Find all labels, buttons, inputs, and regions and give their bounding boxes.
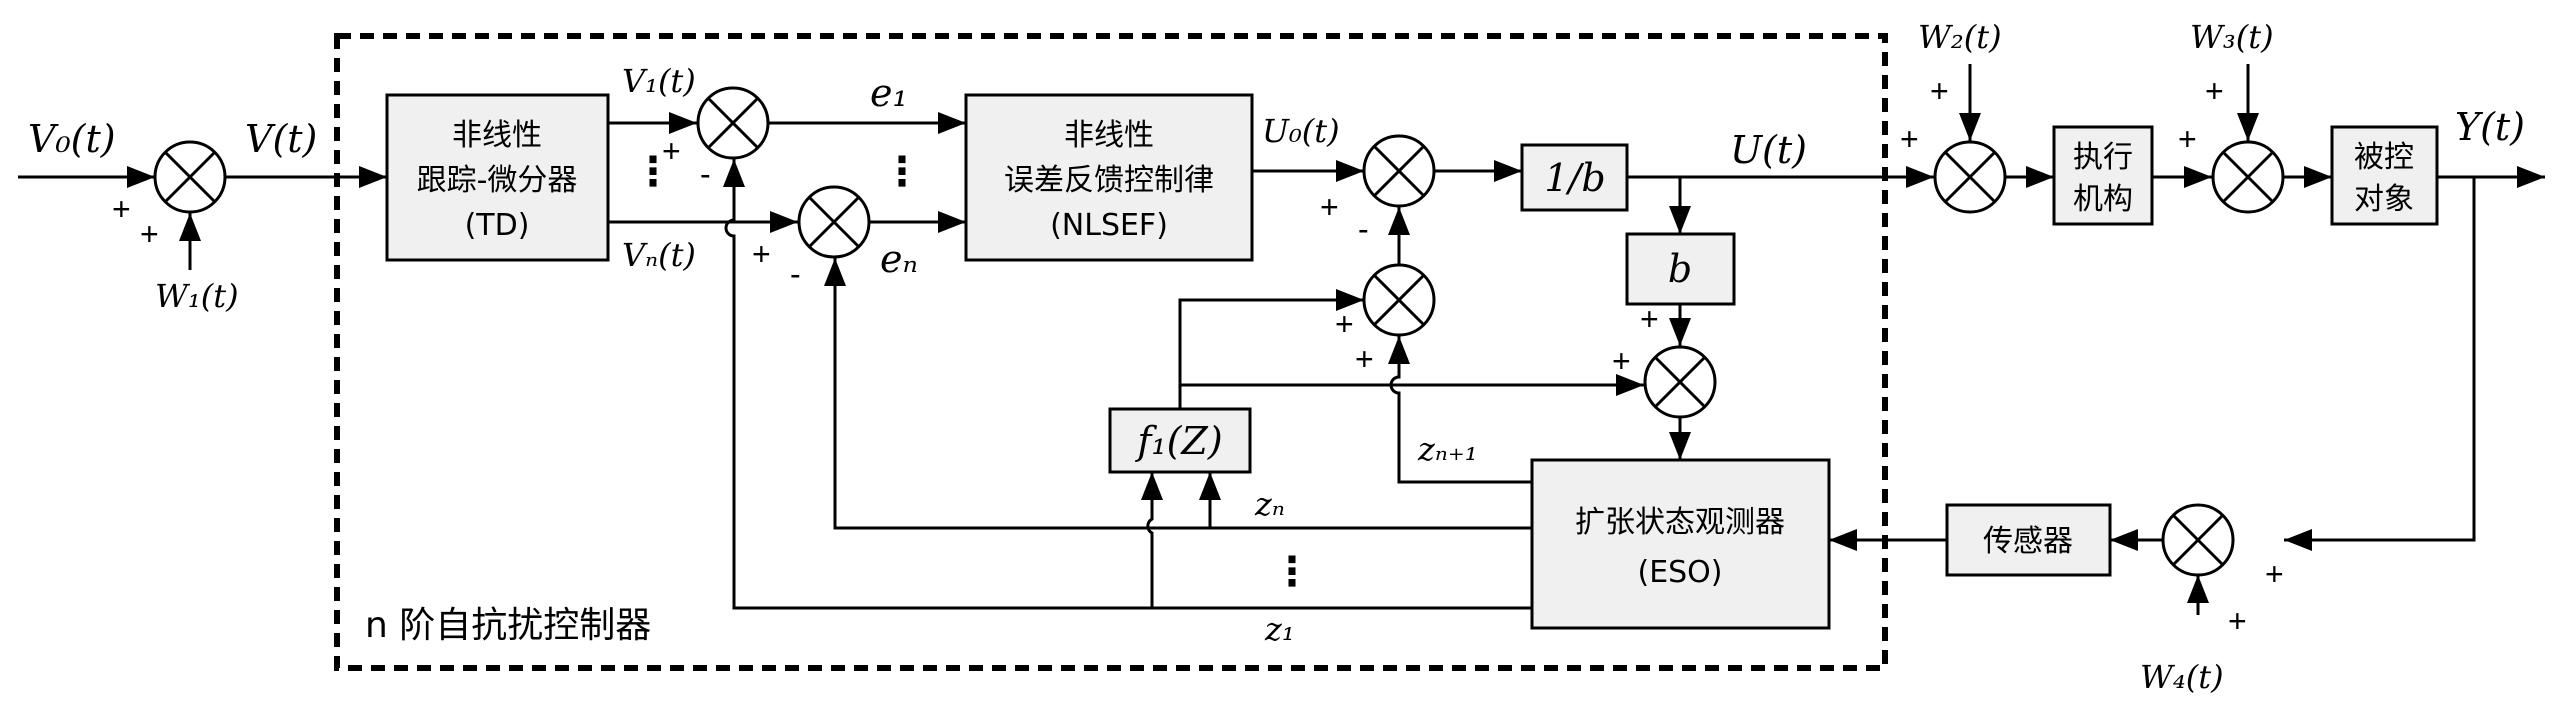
signal-zn1: zₙ₊₁ [1417,430,1478,468]
sign-u-plus: + [1320,189,1339,225]
sign-e1-minus: - [700,156,711,192]
sign-comp-plus-bottom: + [1355,341,1374,377]
signal-vn: Vₙ(t) [622,236,696,274]
summing-junction-w3 [2211,140,2285,214]
b-block: b [1625,232,1736,306]
eso-block: 扩张状态观测器 (ESO) [1530,458,1831,630]
svg-text:(ESO): (ESO) [1637,555,1722,590]
signal-v: V(t) [245,117,317,161]
sign-w2-top: + [1930,73,1949,109]
td-block: 非线性 跟踪-微分器 (TD) [385,93,610,262]
f1-block: f₁(Z) [1108,407,1252,474]
svg-text:扩张状态观测器: 扩张状态观测器 [1575,505,1785,540]
signal-en: eₙ [880,237,918,281]
summing-junction-input [153,140,227,214]
ellipsis-z: ⋮ [1272,549,1312,595]
sign-en-plus: + [752,236,771,272]
signal-v0: V₀(t) [28,117,116,161]
sign-eso-plus-left: + [1612,343,1631,379]
sign-w4-right: + [2265,556,2284,592]
svg-text:(NLSEF): (NLSEF) [1050,208,1168,243]
signal-w1: W₁(t) [155,277,239,315]
signal-e1: e₁ [870,71,908,115]
actuator-block: 执行 机构 [2052,125,2154,226]
signal-zn: zₙ [1254,485,1285,523]
sensor-block: 传感器 [1945,503,2112,577]
ellipsis-td: ⋮ [633,149,673,195]
sign-input-w1: + [140,216,159,252]
sign-w3-top: + [2205,73,2224,109]
inverse-b-block: 1/b [1520,143,1629,212]
svg-text:跟踪-微分器: 跟踪-微分器 [417,163,578,198]
sign-eso-plus-top: + [1640,301,1659,337]
controller-boundary [334,33,1888,671]
summing-junction-compensation [1362,263,1436,337]
sign-u-minus: - [1358,211,1369,247]
svg-text:传感器: 传感器 [1983,524,2073,559]
signal-u0: U₀(t) [1262,112,1340,150]
controller-label: n 阶自抗扰控制器 [365,605,651,646]
svg-text:非线性: 非线性 [1064,118,1154,153]
signal-w3: W₃(t) [2190,18,2274,56]
summing-junction-e1 [696,86,770,160]
summing-junction-en [797,185,871,259]
sign-w3-left: + [2178,121,2197,157]
summing-junction-w4 [2161,503,2235,577]
signal-w4: W₄(t) [2140,658,2224,696]
signal-z1: z₁ [1264,610,1295,648]
svg-text:f₁(Z): f₁(Z) [1134,419,1222,463]
svg-text:被控: 被控 [2354,140,2414,175]
signal-w2: W₂(t) [1918,18,2002,56]
svg-text:执行: 执行 [2073,140,2133,175]
svg-text:机构: 机构 [2073,182,2133,217]
plant-block: 被控 对象 [2330,125,2439,226]
svg-text:1/b: 1/b [1544,156,1605,200]
signal-y: Y(t) [2455,105,2525,149]
summing-junction-w2 [1933,140,2007,214]
sign-comp-plus-left: + [1335,306,1354,342]
svg-text:非线性: 非线性 [452,118,542,153]
ellipsis-e: ⋮ [882,149,922,195]
sign-input-v0: + [112,191,131,227]
svg-text:对象: 对象 [2354,182,2414,217]
sign-e1-plus: + [662,133,681,169]
signal-v1: V₁(t) [622,62,696,100]
sign-w2-left: + [1900,121,1919,157]
svg-text:(TD): (TD) [465,208,530,243]
sign-en-minus: - [790,256,801,292]
signal-u: U(t) [1730,128,1807,172]
sign-w4-bottom: + [2228,603,2247,639]
summing-junction-u [1362,134,1436,208]
nlsef-block: 非线性 误差反馈控制律 (NLSEF) [964,93,1254,262]
summing-junction-eso-input [1643,345,1717,419]
svg-text:b: b [1668,247,1692,291]
svg-text:误差反馈控制律: 误差反馈控制律 [1004,163,1214,198]
